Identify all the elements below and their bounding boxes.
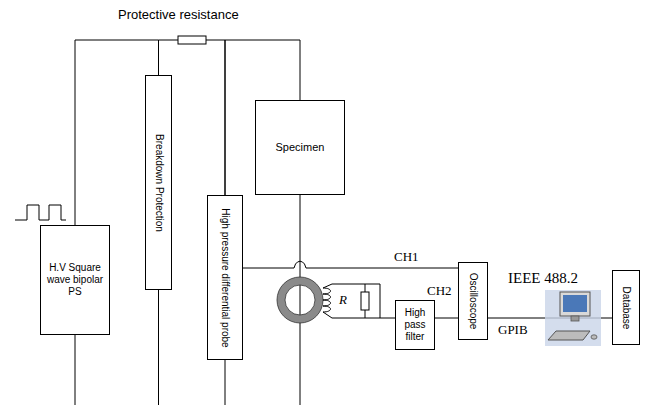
channel-label: CH1 <box>394 250 419 265</box>
protection-box: Breakdown Protection <box>145 75 172 290</box>
wire-connector <box>435 318 458 319</box>
oscilloscope-box: Oscilloscope <box>458 262 488 340</box>
resistor-label: R <box>339 293 347 308</box>
node-label: High pass filter <box>399 307 431 343</box>
bus-label: IEEE 488.2 <box>508 270 578 287</box>
node-label: Breakdown Protection <box>153 134 165 232</box>
wire-connector <box>243 261 458 268</box>
wires <box>75 195 395 405</box>
computer-icon <box>545 290 601 346</box>
component-label: Protective resistance <box>118 8 239 23</box>
current-transformer <box>277 277 380 323</box>
filter-box: High pass filter <box>395 300 435 350</box>
probe-box: High pressure differential probe <box>207 195 243 360</box>
resistor-symbol <box>178 36 206 44</box>
node-label: H.V Square wave bipolar PS <box>44 262 106 298</box>
specimen-box: Specimen <box>255 100 345 195</box>
database-box: Database <box>612 270 640 345</box>
node-label: Database <box>620 286 632 329</box>
square-wave-symbol <box>15 205 66 220</box>
channel-label: CH2 <box>427 284 452 299</box>
node-label: Specimen <box>276 141 325 154</box>
node-label: Oscilloscope <box>467 273 479 330</box>
node-label: High pressure differential probe <box>219 208 231 347</box>
power-supply-box: H.V Square wave bipolar PS <box>40 225 110 335</box>
bus-label: GPIB <box>498 323 528 338</box>
